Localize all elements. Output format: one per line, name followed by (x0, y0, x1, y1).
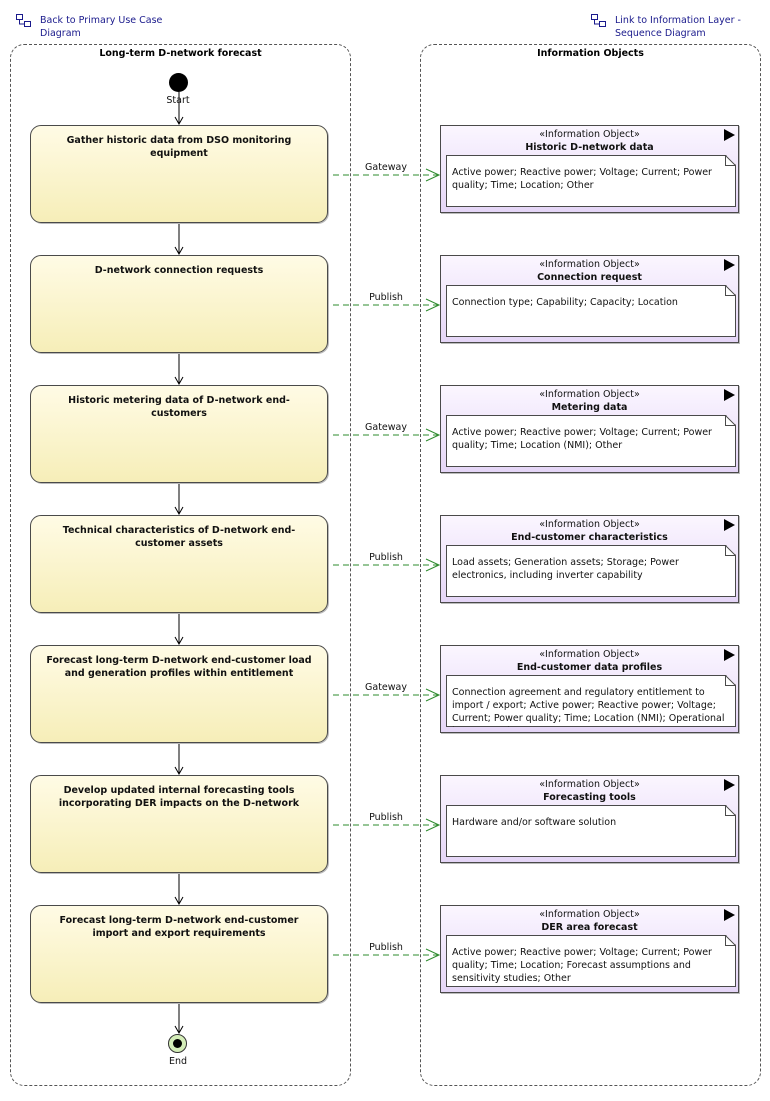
action-title: Technical characteristics of D-network e… (62, 525, 296, 549)
note-fold-icon (725, 805, 736, 816)
note-fold-icon (725, 285, 736, 296)
info-object-historic-data[interactable]: «Information Object» Historic D-network … (440, 125, 739, 213)
object-note: Active power; Reactive power; Voltage; C… (446, 155, 736, 207)
object-note-text: Active power; Reactive power; Voltage; C… (452, 167, 712, 191)
info-object-metering-data[interactable]: «Information Object» Metering data Activ… (440, 385, 739, 473)
object-note-text: Connection type; Capability; Capacity; L… (452, 297, 678, 308)
object-stereotype: «Information Object» (539, 519, 640, 530)
action-title: Historic metering data of D-network end-… (68, 395, 290, 419)
object-note: Active power; Reactive power; Voltage; C… (446, 935, 736, 987)
action-title: D-network connection requests (94, 265, 264, 276)
object-flag-icon (724, 129, 735, 141)
action-develop-forecasting-tools[interactable]: Develop updated internal forecasting too… (30, 775, 328, 873)
object-note: Load assets; Generation assets; Storage;… (446, 545, 736, 597)
object-stereotype: «Information Object» (539, 389, 640, 400)
object-name: Connection request (537, 272, 642, 283)
end-label: End (168, 1056, 188, 1067)
sequence-link-label: Link to Information Layer - Sequence Dia… (615, 15, 741, 39)
forecast-lane-title: Long-term D-network forecast (99, 48, 262, 59)
start-label: Start (166, 95, 190, 106)
object-note: Hardware and/or software solution (446, 805, 736, 857)
object-stereotype: «Information Object» (539, 259, 640, 270)
back-to-primary-link[interactable]: Back to Primary Use Case Diagram (16, 14, 170, 40)
flow-label: Publish (369, 292, 403, 303)
flow-label: Gateway (365, 422, 407, 433)
diagram-link-icon (591, 14, 606, 27)
action-technical-characteristics[interactable]: Technical characteristics of D-network e… (30, 515, 328, 613)
object-flag-icon (724, 389, 735, 401)
object-name: End-customer data profiles (516, 662, 663, 673)
start-node[interactable] (169, 73, 188, 92)
note-fold-icon (725, 935, 736, 946)
action-forecast-import-export[interactable]: Forecast long-term D-network end-custome… (30, 905, 328, 1003)
note-fold-icon (725, 545, 736, 556)
object-note-text: Hardware and/or software solution (452, 817, 617, 828)
info-object-end-customer-characteristics[interactable]: «Information Object» End-customer charac… (440, 515, 739, 603)
flow-label: Publish (369, 942, 403, 953)
end-node[interactable] (168, 1034, 187, 1053)
object-note: Connection agreement and regulatory enti… (446, 675, 736, 727)
action-title: Gather historic data from DSO monitoring… (66, 135, 292, 159)
info-object-connection-request[interactable]: «Information Object» Connection request … (440, 255, 739, 343)
action-title: Forecast long-term D-network end-custome… (46, 655, 312, 679)
flow-label: Publish (369, 812, 403, 823)
flow-label: Gateway (365, 162, 407, 173)
object-stereotype: «Information Object» (539, 649, 640, 660)
object-flag-icon (724, 909, 735, 921)
information-objects-lane-title: Information Objects (537, 48, 644, 59)
action-forecast-profiles[interactable]: Forecast long-term D-network end-custome… (30, 645, 328, 743)
object-name: DER area forecast (541, 922, 638, 933)
note-fold-icon (725, 415, 736, 426)
object-name: End-customer characteristics (511, 532, 668, 543)
note-fold-icon (725, 675, 736, 686)
diagram-link-icon (16, 14, 31, 27)
action-title: Develop updated internal forecasting too… (58, 785, 300, 809)
object-note-text: Load assets; Generation assets; Storage;… (452, 557, 679, 581)
object-flag-icon (724, 779, 735, 791)
object-name: Forecasting tools (543, 792, 636, 803)
object-note-text: Connection agreement and regulatory enti… (452, 687, 725, 737)
action-connection-requests[interactable]: D-network connection requests (30, 255, 328, 353)
flow-label: Publish (369, 552, 403, 563)
back-link-label: Back to Primary Use Case Diagram (40, 15, 163, 39)
object-name: Metering data (551, 402, 628, 413)
object-note: Connection type; Capability; Capacity; L… (446, 285, 736, 337)
action-gather-historic-data[interactable]: Gather historic data from DSO monitoring… (30, 125, 328, 223)
action-historic-metering[interactable]: Historic metering data of D-network end-… (30, 385, 328, 483)
object-stereotype: «Information Object» (539, 779, 640, 790)
flow-label: Gateway (365, 682, 407, 693)
action-title: Forecast long-term D-network end-custome… (59, 915, 299, 939)
sequence-diagram-link[interactable]: Link to Information Layer - Sequence Dia… (591, 14, 765, 40)
object-flag-icon (724, 519, 735, 531)
info-object-der-area-forecast[interactable]: «Information Object» DER area forecast A… (440, 905, 739, 993)
object-note-text: Active power; Reactive power; Voltage; C… (452, 947, 712, 984)
note-fold-icon (725, 155, 736, 166)
info-object-end-customer-profiles[interactable]: «Information Object» End-customer data p… (440, 645, 739, 733)
object-note-text: Active power; Reactive power; Voltage; C… (452, 427, 712, 451)
info-object-forecasting-tools[interactable]: «Information Object» Forecasting tools H… (440, 775, 739, 863)
object-flag-icon (724, 649, 735, 661)
object-stereotype: «Information Object» (539, 909, 640, 920)
object-name: Historic D-network data (525, 142, 654, 153)
object-note: Active power; Reactive power; Voltage; C… (446, 415, 736, 467)
object-stereotype: «Information Object» (539, 129, 640, 140)
object-flag-icon (724, 259, 735, 271)
